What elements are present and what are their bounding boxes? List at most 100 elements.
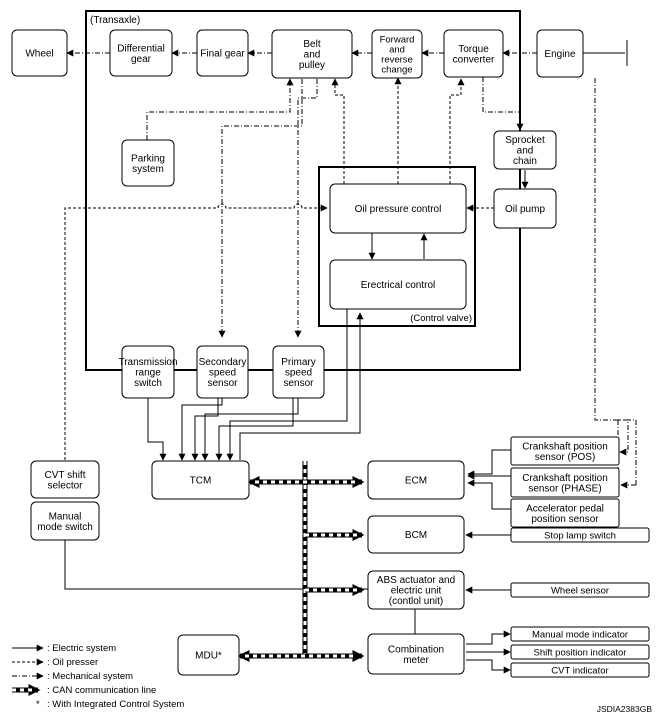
transmission-range-switch-block (121, 345, 175, 399)
legend-note: * : With Integrated Control System (36, 699, 184, 710)
cvt-indicator-label: CVT indicator (551, 665, 608, 676)
manual-mode-indicator-block (510, 626, 650, 642)
wheel-block (11, 29, 68, 77)
selector-to-opc-link (64, 203, 328, 460)
control-valve-frame (318, 166, 476, 327)
oil-pressure-control-block (329, 183, 467, 234)
accel-pedal-block (510, 498, 620, 528)
oil-pump-label: Oil pump (505, 204, 545, 215)
ps-to-tcm-link-1 (201, 398, 299, 461)
secondary-speed-sensor-block (196, 345, 249, 399)
tcm-label: TCM (190, 476, 212, 487)
cvt-indicator-block (510, 662, 650, 678)
parking-to-belt-link (146, 78, 294, 140)
mdu-block (177, 634, 240, 676)
legend-note-symbol: * (36, 699, 40, 710)
tcm-to-ec-link (239, 312, 364, 460)
connections (64, 40, 637, 675)
legend-oil: : Oil presser (12, 657, 98, 668)
manual-mode-switch-block (30, 501, 100, 541)
legend-oil-label: : Oil presser (47, 657, 98, 668)
opc-to-tc-link (449, 78, 465, 184)
mms-to-meter-link (64, 540, 419, 675)
shift-position-indicator-block (510, 644, 650, 660)
meter-to-mmi-link (466, 630, 511, 645)
mdu-label: MDU* (195, 651, 222, 662)
forward-reverse-block (371, 29, 423, 79)
opc-to-belt-link (331, 78, 345, 184)
meter-to-cvti-link (466, 659, 511, 674)
primary-speed-sensor-block (272, 345, 325, 399)
torque-converter-block (443, 29, 504, 78)
legend-electric-label: : Electric system (47, 643, 116, 654)
ps-to-tcm-link-2 (215, 398, 294, 461)
belt-to-secondary-sensor-link (218, 79, 303, 338)
legend-mechanical-label: : Mechanical system (47, 671, 133, 682)
electrical-control-label: Erectrical control (361, 280, 435, 291)
ecm-block (367, 460, 465, 500)
stop-lamp-switch-label: Stop lamp switch (544, 530, 616, 541)
oil-pump-block (493, 188, 557, 229)
engine-label: Engine (544, 49, 576, 60)
trs-to-tcm-link (147, 398, 167, 461)
reference-code: JSDIA2383GB (597, 704, 653, 714)
shift-position-indicator-label: Shift position indicator (534, 647, 627, 658)
legend-mechanical: : Mechanical system (12, 671, 133, 682)
transaxle-label: (Transaxle) (90, 15, 140, 26)
legend-can-label: : CAN communication line (47, 685, 156, 696)
cvt-shift-selector-block (30, 460, 100, 499)
tc-to-sprocket-link (482, 77, 524, 131)
legend-note-label: : With Integrated Control System (47, 699, 184, 710)
engine-to-phase-branch (618, 419, 637, 485)
ss-to-tcm-link-2 (191, 398, 219, 461)
can-bus (237, 461, 365, 662)
ecm-label: ECM (405, 476, 427, 487)
final-gear-label: Final gear (200, 49, 245, 60)
app-to-ecm-link (467, 479, 511, 510)
crank-pos-block (510, 436, 620, 466)
tcm-block (151, 460, 250, 500)
wheel-sensor-label: Wheel sensor (551, 585, 609, 596)
manual-mode-indicator-label: Manual mode indicator (532, 629, 628, 640)
legend-electric: : Electric system (12, 643, 116, 654)
wheel-label: Wheel (25, 49, 53, 60)
differential-gear-block (109, 29, 173, 77)
sprocket-chain-block (493, 130, 557, 170)
pos-to-ecm-link (467, 449, 511, 478)
final-gear-block (196, 29, 249, 77)
legend: : Electric system : Oil presser : Mechan… (12, 643, 184, 710)
parking-system-block (121, 139, 175, 187)
wheel-sensor-block (510, 582, 650, 598)
bcm-block (367, 515, 465, 554)
stop-lamp-switch-block (510, 527, 650, 543)
ss-to-tcm-link-1 (178, 398, 223, 461)
abs-actuator-block (367, 570, 465, 610)
belt-to-primary-sensor-link (294, 79, 318, 338)
engine-to-pos-link (594, 78, 629, 456)
bcm-label: BCM (405, 530, 427, 541)
combination-meter-block (367, 633, 465, 675)
crank-phase-block (510, 467, 620, 498)
belt-pulley-block (271, 29, 353, 79)
legend-can: : CAN communication line (12, 684, 156, 696)
ec-to-tcm-link (226, 308, 348, 461)
engine-block (536, 29, 584, 78)
control-valve-label: (Control valve) (410, 313, 472, 324)
